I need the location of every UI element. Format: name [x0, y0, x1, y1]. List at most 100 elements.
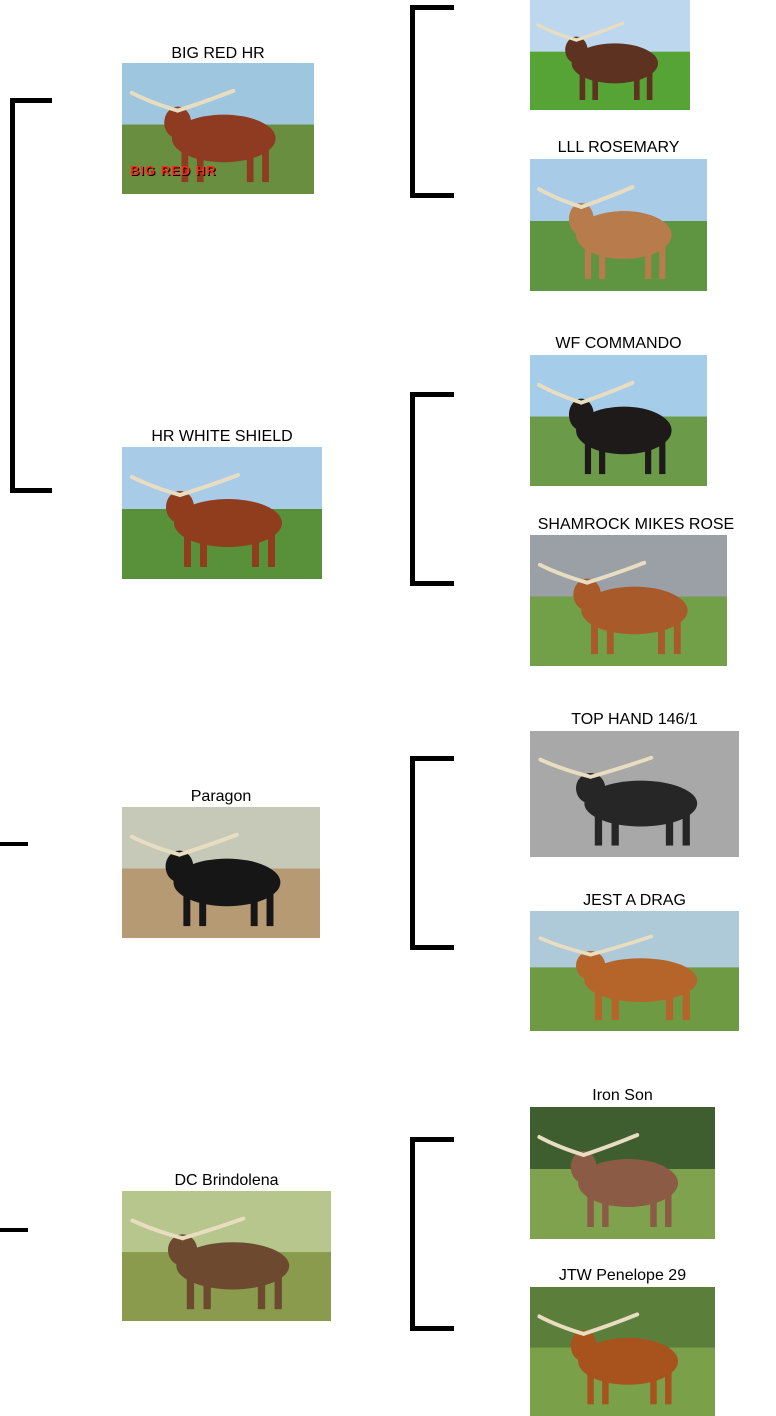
longhorn-photo-art: [530, 911, 739, 1031]
grandparent-photo-top-hand-146-1[interactable]: [530, 731, 739, 857]
cattle-horn-right: [180, 1216, 246, 1241]
longhorn-photo-art: [530, 535, 727, 666]
cattle-leg: [682, 987, 690, 1021]
cattle-horn-right: [581, 1133, 640, 1157]
parent-photo-big-red-hr[interactable]: BIG RED HR: [122, 63, 314, 194]
cattle-leg: [579, 70, 586, 100]
grandparent-photo-lll-rosemary[interactable]: [530, 159, 707, 291]
cattle-leg: [252, 531, 259, 567]
longhorn-photo-art: [530, 731, 739, 857]
cattle-leg: [266, 890, 274, 927]
cattle-leg: [274, 1273, 282, 1310]
bracket-right-3: [410, 756, 454, 950]
longhorn-photo-art: [122, 1191, 331, 1321]
parent-label-big-red-hr: BIG RED HR: [171, 45, 265, 62]
cattle-head: [575, 773, 606, 804]
cattle-leg: [203, 1273, 211, 1310]
cattle-leg: [665, 1191, 672, 1227]
longhorn-photo-art: [122, 807, 320, 938]
parent-photo-dc-brindolena[interactable]: [122, 1191, 331, 1321]
cattle-head: [565, 36, 588, 64]
grandparent-photo-shamrock-mikes-rose[interactable]: [530, 535, 727, 666]
cattle-leg: [587, 1191, 594, 1227]
cattle-leg: [645, 438, 652, 475]
parent-label-dc-brindolena: DC Brindolena: [174, 1172, 279, 1189]
cattle-horn-left: [537, 1135, 586, 1157]
cattle-horn-left: [538, 936, 593, 957]
grandparent-label-wf-commando: WF COMMANDO: [555, 335, 682, 352]
cattle-horn-left: [129, 90, 180, 113]
grandparent-label-lll-rosemary: LLL ROSEMARY: [557, 139, 680, 156]
cattle-leg: [634, 70, 640, 100]
cattle-leg: [602, 1191, 609, 1227]
photo-caption-overlay: BIG RED HR: [130, 163, 217, 178]
bracket-right-4: [410, 1137, 454, 1331]
longhorn-photo-art: [122, 447, 322, 579]
cattle-horn-left: [130, 475, 182, 497]
cattle-leg: [587, 1369, 594, 1405]
cattle-leg: [659, 243, 666, 279]
longhorn-photo-art: [530, 159, 707, 291]
cattle-leg: [645, 243, 652, 279]
grandparent-photo-iron-son[interactable]: [530, 1107, 715, 1239]
cattle-leg: [592, 70, 598, 100]
cattle-leg: [659, 438, 666, 475]
grandparent-photo-wf-commando[interactable]: [530, 355, 707, 486]
cattle-horn-left: [537, 382, 584, 405]
cattle-leg: [665, 1369, 672, 1405]
cattle-horn-left: [537, 562, 590, 585]
cattle-leg: [184, 531, 191, 567]
cattle-leg: [257, 1273, 266, 1310]
cattle-leg: [181, 146, 189, 183]
cattle-leg: [262, 146, 269, 183]
cattle-leg: [682, 811, 690, 846]
parent-photo-paragon[interactable]: [122, 807, 320, 938]
cattle-body: [584, 958, 698, 1002]
cattle-horn-right: [579, 185, 635, 209]
cattle-horn-right: [579, 380, 635, 405]
cattle-leg: [246, 146, 254, 183]
cattle-horn-right: [588, 934, 654, 957]
grandparent-photo-top-cut-off[interactable]: [530, 0, 690, 110]
grandparent-label-jtw-penelope-29: JTW Penelope 29: [558, 1267, 687, 1284]
cattle-leg: [611, 987, 619, 1021]
cattle-horn-right: [588, 755, 654, 779]
longhorn-photo-art: [530, 0, 690, 110]
cattle-leg: [665, 811, 674, 846]
bracket-right-1: [410, 5, 454, 198]
cattle-body: [173, 858, 281, 907]
cattle-leg: [650, 1369, 657, 1405]
cattle-leg: [196, 146, 204, 183]
cattle-head: [568, 203, 594, 235]
cattle-head: [575, 951, 606, 981]
cattle-body: [581, 586, 688, 635]
cattle-head: [570, 1151, 597, 1183]
cattle-leg: [658, 618, 665, 655]
parent-label-hr-white-shield: HR WHITE SHIELD: [151, 428, 293, 445]
longhorn-photo-art: [530, 355, 707, 486]
grandparent-label-iron-son: Iron Son: [592, 1087, 653, 1104]
bracket-left-top: [10, 98, 52, 493]
cattle-leg: [594, 987, 603, 1021]
grandparent-photo-jtw-penelope-29[interactable]: [530, 1287, 715, 1416]
cattle-leg: [584, 438, 592, 475]
cattle-horn-left: [129, 834, 182, 857]
cattle-leg: [584, 243, 592, 279]
cattle-head: [164, 106, 192, 139]
cattle-leg: [599, 243, 606, 279]
grandparent-photo-jest-a-drag[interactable]: [530, 911, 739, 1031]
cattle-body: [174, 499, 282, 547]
cattle-body: [576, 406, 672, 455]
cattle-body: [571, 43, 658, 84]
grandparent-label-top-hand-146-1: TOP HAND 146/1: [571, 711, 698, 728]
cattle-leg: [602, 1369, 609, 1405]
parent-photo-hr-white-shield[interactable]: [122, 447, 322, 579]
parent-label-paragon: Paragon: [190, 788, 252, 805]
cattle-leg: [665, 987, 674, 1021]
longhorn-photo-art: [530, 1287, 715, 1416]
cattle-leg: [250, 890, 258, 927]
cattle-head: [165, 850, 194, 883]
cattle-body: [176, 1242, 290, 1290]
cattle-horn-left: [536, 23, 578, 42]
cattle-horn-left: [537, 187, 584, 209]
